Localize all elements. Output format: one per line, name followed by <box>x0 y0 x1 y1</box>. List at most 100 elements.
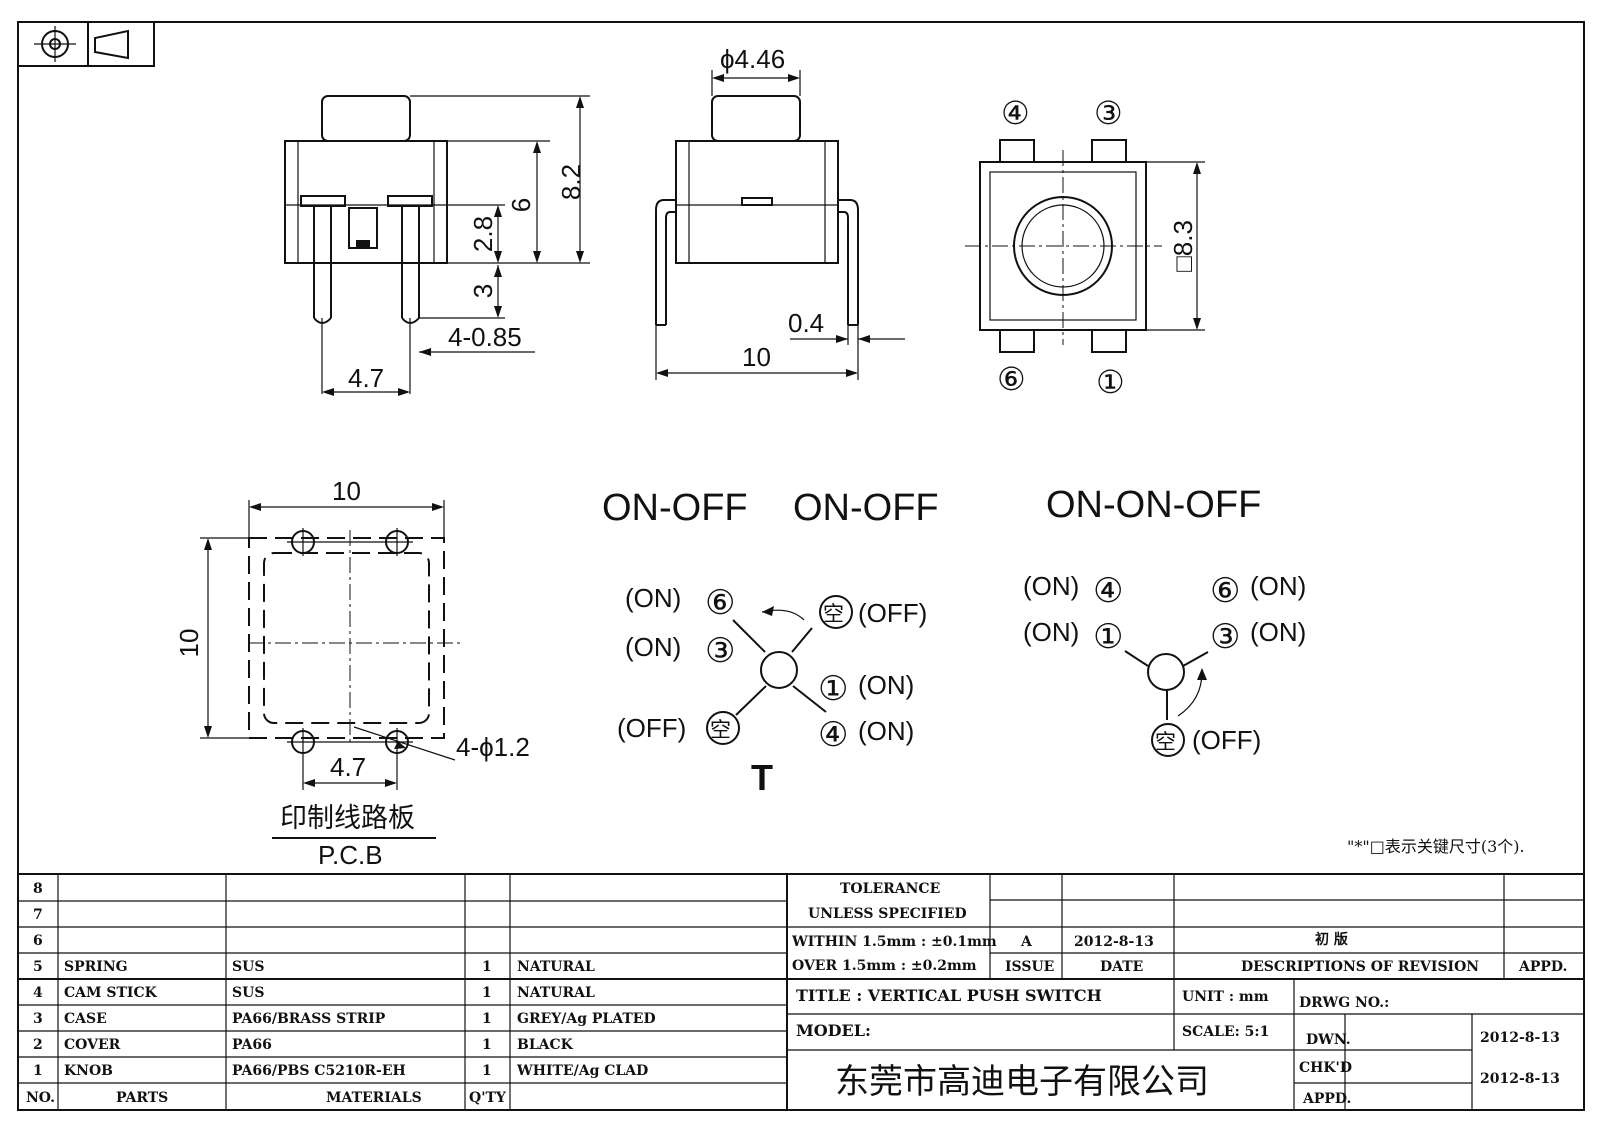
lbl-pk1: (OFF) <box>858 598 927 628</box>
bom-cell-no: 1 <box>33 1063 43 1079</box>
lbl-r-p4: (ON) <box>1023 571 1079 601</box>
drawn-label: DWN. <box>1306 1032 1351 1048</box>
tolerance-line-2: UNLESS SPECIFIED <box>808 906 967 922</box>
bom-cell-part: KNOB <box>64 1063 113 1079</box>
front-view: ϕ4.46 10 0.4 <box>655 44 905 380</box>
switch-pivot <box>760 651 798 689</box>
bom-cell-no: 3 <box>33 1011 43 1027</box>
issue-header: ISSUE <box>1005 959 1054 975</box>
lbl-r-pk: (OFF) <box>1192 725 1261 755</box>
bom-cell-material: PA66/BRASS STRIP <box>232 1011 386 1027</box>
drawing-number-label: DRWG NO.: <box>1299 995 1389 1011</box>
bom-header-parts: PARTS <box>116 1090 168 1106</box>
checked-label: CHK'D <box>1299 1060 1352 1076</box>
unit-label: UNIT : mm <box>1182 989 1269 1005</box>
bom-cell-finish: BLACK <box>517 1037 574 1053</box>
lbl-t-mark: T <box>751 757 773 798</box>
dim-pcb-width: 10 <box>332 476 361 506</box>
dim-pcb-height: 10 <box>174 629 204 658</box>
bom-cell-finish: GREY/Ag PLATED <box>517 1011 656 1027</box>
tolerance-within: WITHIN 1.5mm : ±0.1mm <box>791 934 997 950</box>
company-name: 东莞市高迪电子有限公司 <box>835 1062 1209 1102</box>
approved-label: APPD. <box>1302 1091 1351 1107</box>
dim-6: 6 <box>506 198 536 212</box>
lbl-r-n6: ⑥ <box>1210 572 1240 610</box>
bom-cell-finish: WHITE/Ag CLAD <box>516 1063 648 1079</box>
bom-cell-material: PA66/PBS C5210R-EH <box>232 1063 406 1079</box>
lbl-n4: ④ <box>818 716 848 754</box>
bom-cell-qty: 1 <box>482 959 492 975</box>
mode-heading-on-on-off: ON-ON-OFF <box>1046 484 1261 526</box>
bom-cell-material: SUS <box>232 985 264 1001</box>
bom-cell-qty: 1 <box>482 985 492 1001</box>
drawing-title: TITLE : VERTICAL PUSH SWITCH <box>796 986 1102 1005</box>
bom-cell-material: PA66 <box>232 1037 272 1053</box>
revision-description: 初 版 <box>1315 931 1348 948</box>
pin-1-label: ① <box>1096 364 1125 400</box>
bom-cell-qty: 1 <box>482 1011 492 1027</box>
drawn-date: 2012-8-13 <box>1480 1030 1560 1046</box>
bom-cell-no: 2 <box>33 1037 43 1053</box>
bom-header-no: NO. <box>26 1090 55 1106</box>
description-header: DESCRIPTIONS OF REVISION <box>1241 959 1479 975</box>
lbl-r-p3: (ON) <box>1250 617 1306 647</box>
date-header: DATE <box>1100 959 1143 975</box>
side-view: 8.2 6 2.8 3 4-0.85 4.7 <box>284 95 590 396</box>
top-view: □8.3 ④ ③ ⑥ ① <box>965 95 1205 400</box>
date-value: 2012-8-13 <box>1074 934 1154 950</box>
lbl-r-p6: (ON) <box>1250 571 1306 601</box>
bom-cell-part: CAM STICK <box>64 985 158 1001</box>
key-dimension-note: "*"□表示关键尺寸(3个). <box>1347 837 1525 856</box>
lbl-nk1: 空 <box>823 602 844 626</box>
bom-cell-qty: 1 <box>482 1037 492 1053</box>
dim-sq-8-3: □8.3 <box>1168 220 1198 272</box>
checked-date: 2012-8-13 <box>1480 1071 1560 1087</box>
lbl-p1: (ON) <box>858 670 914 700</box>
bom-header-qty: Q'TY <box>469 1090 507 1106</box>
mode-heading-on-off-2: ON-OFF <box>793 487 939 529</box>
bom-cell-no: 5 <box>33 959 43 975</box>
bom-cell-no: 4 <box>33 985 43 1001</box>
lbl-p4: (ON) <box>858 716 914 746</box>
lbl-r-nk: 空 <box>1155 730 1176 754</box>
model-label: MODEL: <box>796 1021 871 1040</box>
lbl-pk2: (OFF) <box>617 713 686 743</box>
bom-header-materials: MATERIALS <box>326 1090 422 1106</box>
bom-cell-part: CASE <box>64 1011 107 1027</box>
bom-cell-no: 6 <box>33 933 43 949</box>
dim-3: 3 <box>468 284 498 298</box>
tolerance-line-1: TOLERANCE <box>840 881 940 897</box>
dim-8-2: 8.2 <box>556 164 586 200</box>
title-block-grid <box>18 873 1584 1110</box>
bom-cell-no: 7 <box>33 907 43 923</box>
dim-0-4: 0.4 <box>788 308 824 338</box>
projection-symbol-icon <box>17 21 155 67</box>
lbl-p6: (ON) <box>625 583 681 613</box>
sheet-border <box>17 21 1585 1111</box>
appd-header: APPD. <box>1518 959 1567 975</box>
switch-pivot <box>1147 653 1185 691</box>
bom-cell-part: COVER <box>64 1037 121 1053</box>
switch-diagram-on-on-off: (ON) ④ (ON) ① ⑥ (ON) ③ (ON) 空 (OFF) <box>1023 571 1306 757</box>
dim-4-7-side: 4.7 <box>348 363 384 393</box>
dim-phi-4-46: ϕ4.46 <box>720 44 785 74</box>
pcb-label-en: P.C.B <box>318 840 383 870</box>
lbl-n3: ③ <box>705 632 735 670</box>
lbl-nk2: 空 <box>710 718 731 742</box>
mode-heading-on-off-1: ON-OFF <box>602 487 748 529</box>
bom-cell-qty: 1 <box>482 1063 492 1079</box>
dim-2-8: 2.8 <box>468 216 498 252</box>
lbl-r-n3: ③ <box>1210 618 1240 656</box>
lbl-n1: ① <box>818 670 848 708</box>
pcb-label-cn: 印制线路板 <box>280 803 415 834</box>
lbl-r-n1: ① <box>1093 618 1123 656</box>
issue-value: A <box>1020 934 1033 950</box>
bom-cell-part: SPRING <box>64 959 128 975</box>
bom-cell-finish: NATURAL <box>517 985 595 1001</box>
dim-4-0-85: 4-0.85 <box>448 322 522 352</box>
lbl-n6: ⑥ <box>705 584 735 622</box>
dim-pcb-pitch: 4.7 <box>330 752 366 782</box>
bom-cell-finish: NATURAL <box>517 959 595 975</box>
